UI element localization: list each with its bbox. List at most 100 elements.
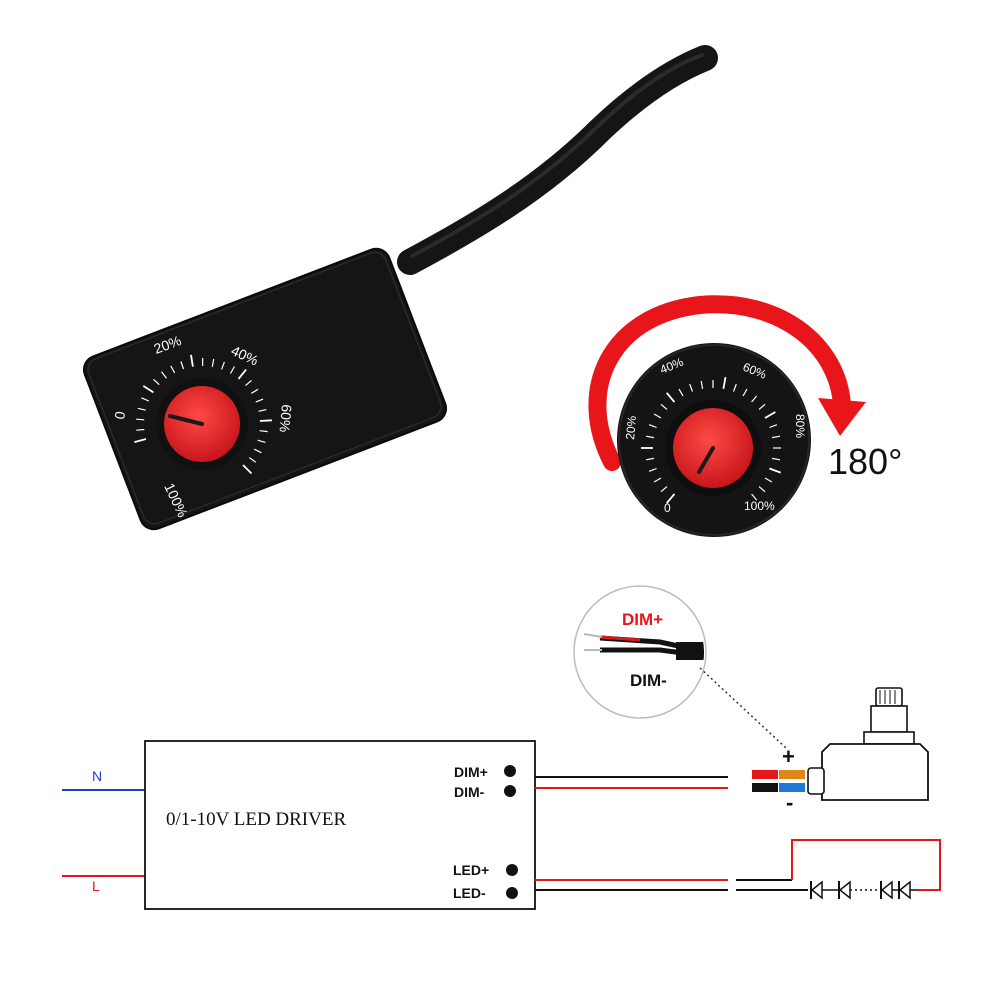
dial-tick <box>229 366 235 374</box>
dial-tick <box>221 361 225 370</box>
dial-tick <box>666 392 676 403</box>
dial-tick <box>700 380 704 390</box>
dial-tick <box>161 371 167 379</box>
rotation-label: 180° <box>828 441 902 482</box>
led-driver-box <box>144 740 536 910</box>
dial-tick <box>248 457 257 463</box>
dial-tick <box>771 457 781 461</box>
dial-tick <box>259 430 268 433</box>
led-diode-icon <box>898 880 911 900</box>
terminal-dim-plus <box>504 765 516 777</box>
closeup-label-0: 0 <box>664 501 671 515</box>
dial-tick <box>758 486 766 493</box>
dial-tick <box>211 358 215 368</box>
dial-tick <box>141 397 150 402</box>
driver-led-plus: LED+ <box>453 862 489 878</box>
inset-pointer-line <box>699 667 787 749</box>
closeup-label-80: 80% <box>793 414 807 438</box>
dial-tick <box>253 448 262 454</box>
led-diode-icon <box>880 880 893 900</box>
dial-tick <box>742 388 748 397</box>
inset-dim-minus: DIM- <box>630 671 667 690</box>
closeup-dial-scale <box>641 376 782 504</box>
dial-tick <box>732 383 737 392</box>
dial-tick <box>648 467 657 472</box>
wiring-diagram: DIM+ DIM- N L 0/1-10V LED DRIVER DIM+ DI… <box>62 585 941 910</box>
dial-tick <box>180 361 185 370</box>
lead-blue <box>779 783 805 792</box>
driver-dim-minus: DIM- <box>454 784 485 800</box>
dimmer-box <box>82 247 448 531</box>
closeup-label-100: 100% <box>744 499 775 513</box>
rotation-arrow <box>588 295 851 471</box>
dial-tick <box>660 486 668 493</box>
dial-tick <box>653 477 662 483</box>
dial-tick <box>722 376 727 390</box>
dial-tick <box>653 413 662 419</box>
dial-tick <box>645 457 655 461</box>
dial-tick <box>764 477 773 483</box>
photo-knob-pointer <box>168 414 204 426</box>
dial-tick <box>255 398 264 403</box>
dial-tick <box>258 409 267 412</box>
dial-tick <box>170 365 176 374</box>
dial-tick <box>660 403 668 410</box>
led-diode-icon <box>838 880 851 900</box>
dial-tick <box>678 388 684 397</box>
dial-tick <box>666 493 676 504</box>
dimmer-plus-sign: + <box>782 744 795 769</box>
dimmer-module-icon <box>807 687 929 801</box>
led-diode-icon <box>810 880 823 900</box>
dial-tick <box>769 467 782 474</box>
lead-red <box>752 770 778 779</box>
dial-tick <box>237 369 247 380</box>
wire-inset: DIM+ DIM- <box>573 585 787 749</box>
dial-tick <box>152 378 160 386</box>
rotation-arrow-head <box>818 398 866 436</box>
dial-closeup: 180° 0 20% 40% 60% 80% 100% <box>588 295 902 537</box>
dial-tick <box>648 424 657 429</box>
live-label: L <box>92 878 100 894</box>
closeup-knob-pointer <box>697 446 715 474</box>
inset-dim-plus: DIM+ <box>622 610 663 629</box>
dial-tick <box>136 418 145 421</box>
terminal-led-plus <box>506 864 518 876</box>
dial-tick <box>142 385 154 394</box>
lead-black <box>752 783 778 792</box>
dial-tick <box>190 354 194 367</box>
dial-tick <box>136 428 145 431</box>
lead-orange <box>779 770 805 779</box>
led-loop-wire <box>791 839 941 891</box>
dial-tick <box>751 395 758 403</box>
driver-title: 0/1-10V LED DRIVER <box>166 809 346 830</box>
dial-tick <box>250 388 259 394</box>
driver-dim-plus: DIM+ <box>454 764 488 780</box>
led-string <box>810 880 918 900</box>
closeup-label-20: 20% <box>623 415 639 440</box>
dial-tick <box>242 464 253 475</box>
dimmer-photo: 0 20% 40% 60% 80% 100% <box>82 45 718 531</box>
dial-tick <box>245 379 252 387</box>
dial-tick <box>645 435 655 439</box>
dial-tick <box>134 438 147 443</box>
dial-tick <box>769 424 778 429</box>
dial-tick <box>257 439 266 443</box>
dimmer-minus-sign: - <box>786 790 793 815</box>
dial-tick <box>259 419 272 422</box>
cable <box>397 45 718 275</box>
driver-led-minus: LED- <box>453 885 486 901</box>
terminal-dim-minus <box>504 785 516 797</box>
dial-tick <box>751 493 758 501</box>
neutral-label: N <box>92 768 102 784</box>
dial-tick <box>758 403 766 410</box>
photo-label-60: 60% <box>277 404 295 433</box>
terminal-led-minus <box>506 887 518 899</box>
photo-dial-scale <box>134 354 272 475</box>
dial-tick <box>764 411 776 419</box>
dial-tick <box>689 383 694 392</box>
dial-tick <box>771 435 781 439</box>
photo-label-80: 80% <box>247 493 279 519</box>
photo-label-0: 0 <box>111 410 128 421</box>
dial-tick <box>137 407 146 411</box>
